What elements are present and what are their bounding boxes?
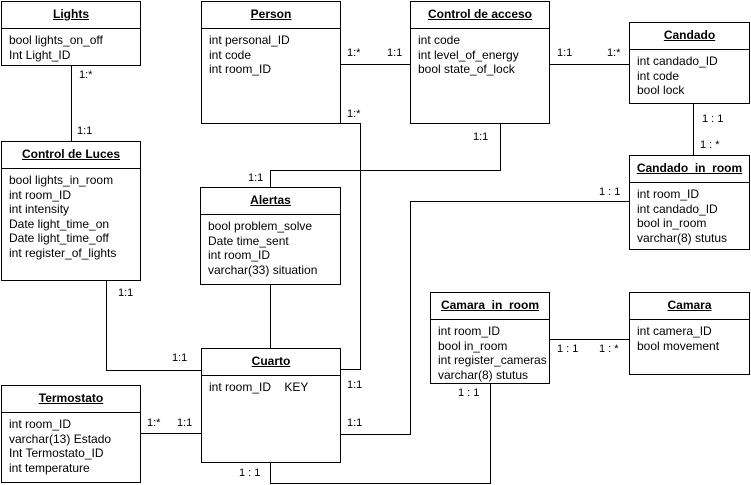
entity-title: Candado — [630, 23, 749, 50]
cardinality-label: 1:1 — [118, 287, 134, 299]
attribute: varchar(8) stutus — [637, 230, 728, 245]
attribute: int room_ID — [209, 62, 272, 76]
cardinality-label: 1:* — [147, 417, 161, 429]
attribute: int level_of_energy — [418, 47, 519, 62]
attribute: int code — [209, 47, 252, 62]
entity-cuarto[interactable]: Cuarto int room_ID KEY — [201, 348, 341, 463]
attribute: int code — [418, 33, 461, 47]
attribute: int candado_ID — [637, 201, 718, 216]
attribute: bool lock — [637, 83, 685, 97]
entity-title: Person — [202, 2, 340, 29]
cardinality-label: 1 : 1 — [702, 113, 724, 125]
line-cuarto-camin — [270, 384, 491, 484]
attribute: Date light_time_off — [9, 231, 109, 245]
attribute: int room_ID — [637, 187, 700, 201]
attribute: int room_ID — [9, 417, 72, 431]
cardinality-label: 1 : 1 — [599, 186, 621, 198]
cardinality-label: 1:1 — [473, 131, 489, 143]
line-acceso-alertas — [270, 123, 501, 187]
cardinality-label: 1 : 1 — [239, 467, 261, 479]
entity-title: Camara_in_room — [431, 293, 549, 320]
attribute: varchar(13) Estado — [9, 431, 112, 446]
attribute: bool movement — [637, 338, 720, 353]
attribute: int camera_ID — [637, 324, 712, 338]
entity-title: Control de Luces — [2, 142, 140, 169]
attribute: varchar(33) situation — [208, 262, 318, 277]
attribute: bool lights_on_off — [9, 33, 103, 47]
cardinality-label: 1 : * — [700, 139, 720, 151]
attribute: int temperature — [9, 460, 90, 475]
attribute: bool state_of_lock — [418, 62, 515, 76]
line-cir-cuarto — [341, 201, 629, 435]
attribute: int room_ID KEY — [209, 380, 309, 394]
cardinality-label: 1 : 1 — [458, 387, 480, 399]
attribute: int candado_ID — [637, 54, 718, 68]
attribute: bool in_room — [637, 216, 707, 230]
line-luces-cuarto — [106, 281, 201, 371]
attribute: int personal_ID — [209, 33, 290, 47]
line-person-cuarto — [341, 123, 361, 370]
entity-title: Control de acceso — [411, 2, 549, 29]
entity-title: Camara — [630, 293, 749, 320]
entity-title: Lights — [2, 2, 140, 29]
cardinality-label: 1:1 — [557, 47, 573, 59]
attribute: varchar(8) stutus — [438, 367, 529, 382]
cardinality-label: 1:1 — [77, 125, 93, 137]
attribute: int intensity — [9, 202, 70, 216]
cardinality-label: 1:1 — [347, 379, 363, 391]
cardinality-label: 1:1 — [248, 172, 264, 184]
cardinality-label: 1:1 — [387, 47, 403, 59]
entity-title: Cuarto — [202, 349, 340, 376]
attribute: Date light_time_on — [9, 216, 110, 231]
attribute: bool problem_solve — [208, 219, 313, 233]
cardinality-label: 1 : 1 — [557, 343, 579, 355]
attribute: int room_ID — [438, 324, 501, 338]
cardinality-label: 1:* — [347, 108, 361, 120]
attribute: int register_of_lights — [9, 245, 117, 260]
cardinality-label: 1:* — [607, 47, 621, 59]
attribute: int room_ID — [9, 187, 72, 202]
attribute: Date time_sent — [208, 233, 289, 248]
attribute: bool in_room — [438, 338, 508, 353]
entity-title: Alertas — [201, 188, 340, 215]
entity-title: Termostato — [2, 386, 140, 413]
cardinality-label: 1:1 — [177, 417, 193, 429]
cardinality-label: 1:* — [79, 69, 93, 81]
attribute: int code — [637, 68, 680, 83]
attribute: int register_cameras — [438, 353, 547, 367]
attribute: Int Termostato_ID — [9, 446, 104, 460]
attribute: int room_ID — [208, 248, 271, 262]
attribute: Int Light_ID — [9, 47, 71, 62]
entity-attributes: int room_ID KEY — [202, 376, 340, 399]
cardinality-label: 1 : * — [599, 343, 619, 355]
cardinality-label: 1:* — [347, 47, 361, 59]
cardinality-label: 1:1 — [347, 417, 363, 429]
entity-title: Candado_in_room — [630, 156, 749, 183]
attribute: bool lights_in_room — [9, 173, 114, 187]
cardinality-label: 1:1 — [172, 352, 188, 364]
